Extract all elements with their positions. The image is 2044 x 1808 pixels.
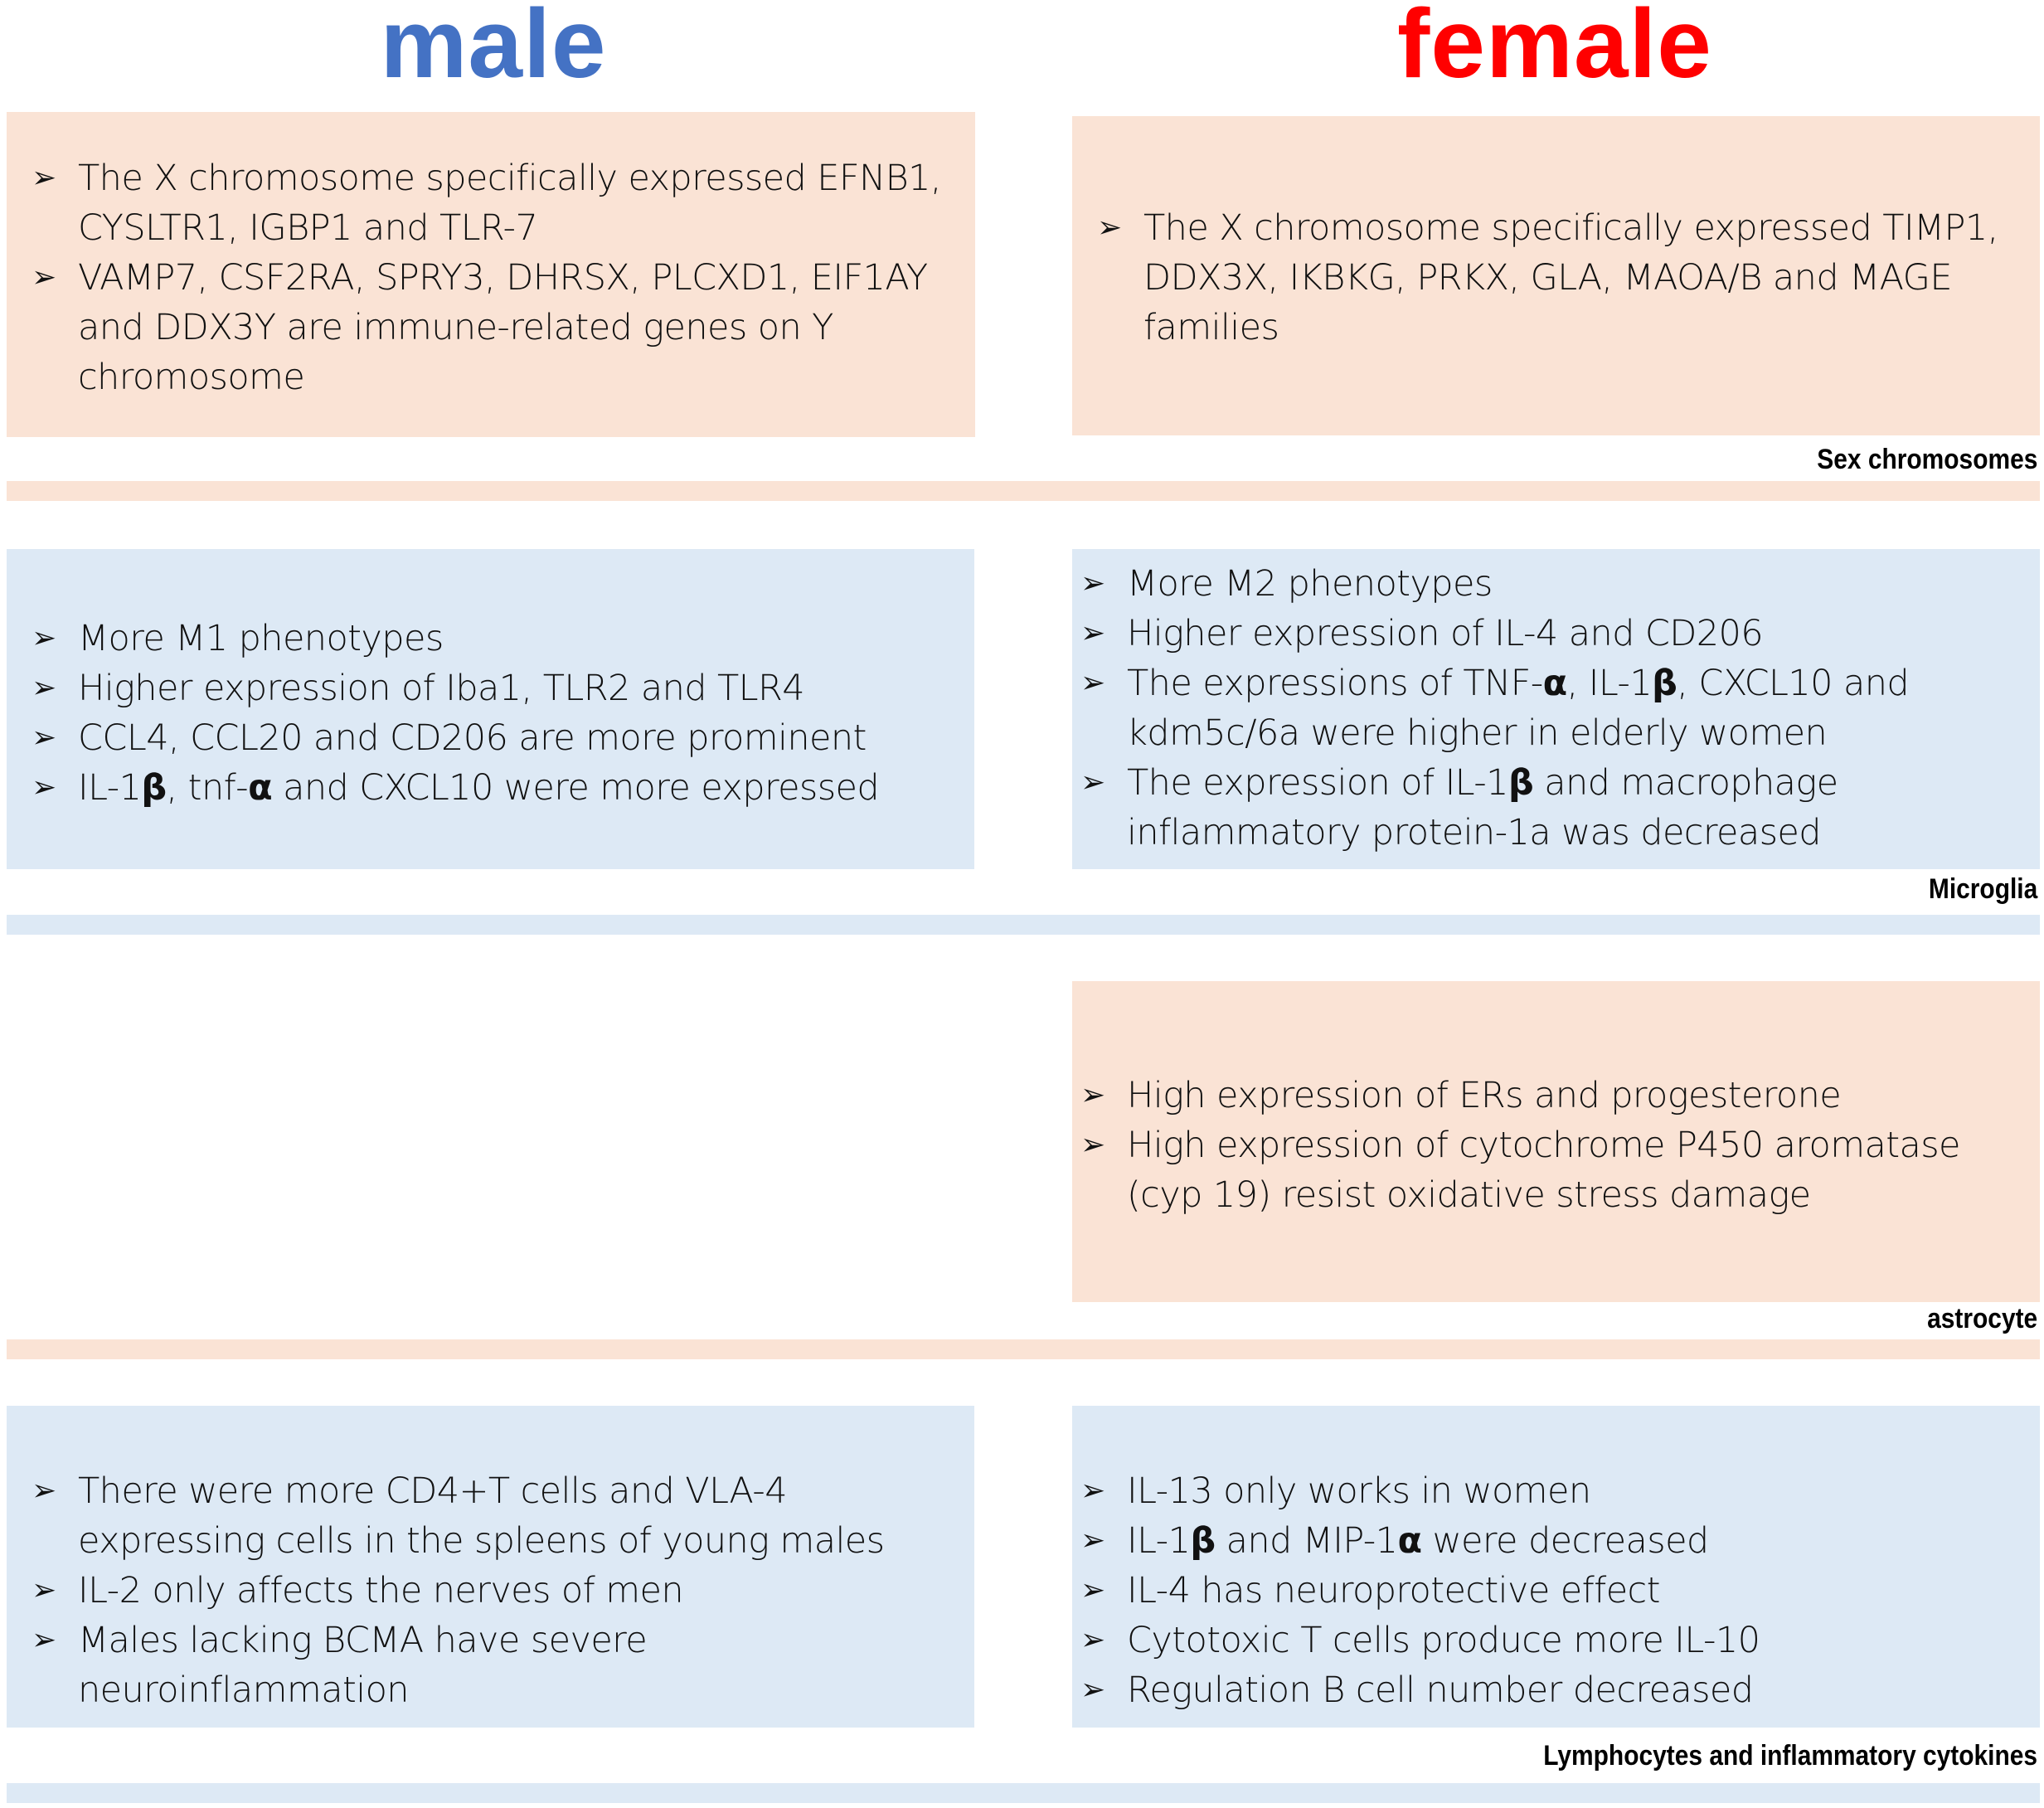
item-text: , CXCL10 and kdm5c/6a were higher in eld… bbox=[1127, 663, 1910, 754]
list-item: High expression of cytochrome P450 aroma… bbox=[1056, 1120, 2023, 1220]
list-item: The X chromosome specifically expressed … bbox=[7, 153, 975, 253]
list-item: CCL4, CCL20 and CD206 are more prominent bbox=[7, 713, 974, 763]
bullet-list: High expression of ERs and progesteroneH… bbox=[1056, 1071, 2023, 1220]
bullet-list: The X chromosome specifically expressed … bbox=[1072, 203, 2015, 352]
list-item: Cytotoxic T cells produce more IL-10 bbox=[1056, 1616, 2023, 1665]
item-text: were decreased bbox=[1421, 1520, 1709, 1562]
item-text: The expressions of TNF- bbox=[1127, 663, 1543, 704]
greek-symbol: α bbox=[1397, 1520, 1422, 1562]
list-item: The expression of IL-1β and macrophage i… bbox=[1056, 758, 2023, 858]
bullet-list: There were more CD4+T cells and VLA-4 ex… bbox=[7, 1466, 974, 1715]
list-item: IL-4 has neuroprotective effect bbox=[1056, 1566, 2023, 1616]
sex-chromosomes-male-box: The X chromosome specifically expressed … bbox=[7, 112, 975, 437]
list-item: VAMP7, CSF2RA, SPRY3, DHRSX, PLCXD1, EIF… bbox=[7, 253, 975, 402]
item-text: IL-1 bbox=[78, 767, 142, 809]
item-text: and CXCL10 were more expressed bbox=[272, 767, 880, 809]
list-item: IL-1β and MIP-1α were decreased bbox=[1056, 1516, 2023, 1566]
section-label-microglia: Microglia bbox=[1928, 873, 2037, 905]
list-item: IL-2 only affects the nerves of men bbox=[7, 1566, 974, 1616]
section-divider bbox=[7, 915, 2040, 935]
list-item: High expression of ERs and progesterone bbox=[1056, 1071, 2023, 1120]
greek-symbol: α bbox=[248, 767, 273, 809]
list-item: IL-13 only works in women bbox=[1056, 1466, 2023, 1516]
list-item: Regulation B cell number decreased bbox=[1056, 1665, 2023, 1715]
male-header: male bbox=[380, 0, 607, 99]
greek-symbol: β bbox=[1652, 663, 1677, 704]
bullet-list: The X chromosome specifically expressed … bbox=[7, 153, 975, 402]
sex-chromosomes-female-box: The X chromosome specifically expressed … bbox=[1072, 116, 2040, 435]
item-text: and macrophage inflammatory protein-1a w… bbox=[1127, 762, 1838, 853]
list-item: Higher expression of IL-4 and CD206 bbox=[1056, 609, 2023, 659]
list-item: Males lacking BCMA have severe neuroinfl… bbox=[7, 1616, 974, 1715]
greek-symbol: β bbox=[141, 767, 167, 809]
section-divider bbox=[7, 481, 2040, 501]
bullet-list: IL-13 only works in womenIL-1β and MIP-1… bbox=[1056, 1466, 2023, 1715]
list-item: The X chromosome specifically expressed … bbox=[1072, 203, 2015, 352]
greek-symbol: β bbox=[1508, 762, 1534, 804]
list-item: Higher expression of Iba1, TLR2 and TLR4 bbox=[7, 663, 974, 713]
list-item: There were more CD4+T cells and VLA-4 ex… bbox=[7, 1466, 974, 1566]
bullet-list: More M1 phenotypesHigher expression of I… bbox=[7, 614, 974, 813]
lymphocytes-male-box: There were more CD4+T cells and VLA-4 ex… bbox=[7, 1406, 974, 1728]
list-item: IL-1β, tnf-α and CXCL10 were more expres… bbox=[7, 763, 974, 813]
item-text: The expression of IL-1 bbox=[1127, 762, 1509, 804]
greek-symbol: α bbox=[1542, 663, 1568, 704]
section-divider bbox=[7, 1339, 2040, 1359]
item-text: IL-1 bbox=[1127, 1520, 1191, 1562]
list-item: The expressions of TNF-α, IL-1β, CXCL10 … bbox=[1056, 659, 2023, 758]
list-item: More M2 phenotypes bbox=[1056, 559, 2023, 609]
item-text: , IL-1 bbox=[1566, 663, 1653, 704]
item-text: and MIP-1 bbox=[1215, 1520, 1398, 1562]
microglia-male-box: More M1 phenotypesHigher expression of I… bbox=[7, 549, 974, 869]
list-item: More M1 phenotypes bbox=[7, 614, 974, 663]
female-header: female bbox=[1397, 0, 1712, 99]
microglia-female-box: More M2 phenotypesHigher expression of I… bbox=[1072, 549, 2040, 869]
section-label-lymphocytes: Lymphocytes and inflammatory cytokines bbox=[1543, 1740, 2037, 1772]
section-label-sex-chromosomes: Sex chromosomes bbox=[1816, 444, 2037, 475]
astrocyte-female-box: High expression of ERs and progesteroneH… bbox=[1072, 981, 2040, 1302]
section-divider bbox=[7, 1783, 2040, 1803]
bullet-list: More M2 phenotypesHigher expression of I… bbox=[1056, 559, 2023, 858]
section-label-astrocyte: astrocyte bbox=[1926, 1303, 2037, 1334]
item-text: , tnf- bbox=[166, 767, 249, 809]
lymphocytes-female-box: IL-13 only works in womenIL-1β and MIP-1… bbox=[1072, 1406, 2040, 1728]
greek-symbol: β bbox=[1190, 1520, 1216, 1562]
